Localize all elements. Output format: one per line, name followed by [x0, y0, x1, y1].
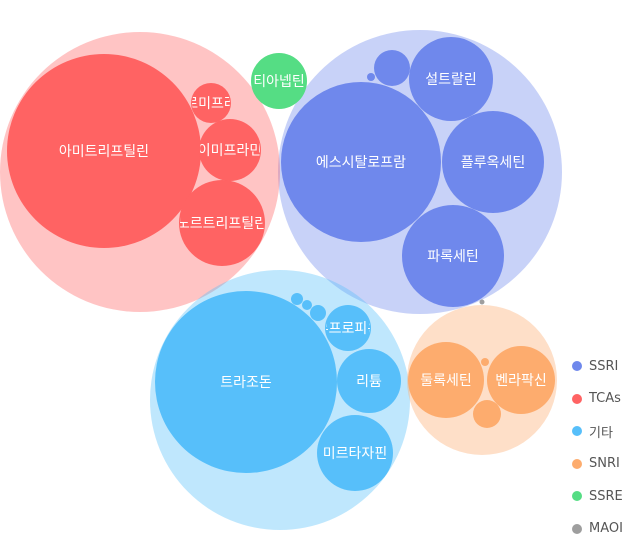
drug-bubble[interactable] — [374, 50, 410, 86]
drug-bubble[interactable] — [337, 349, 401, 413]
drug-bubble[interactable] — [302, 300, 312, 310]
drug-label: 에스시탈로프람 — [316, 155, 406, 171]
drug-bubble[interactable] — [317, 415, 393, 491]
legend-marker — [572, 458, 582, 469]
legend-label: SSRE — [589, 488, 623, 504]
legend-item-other[interactable]: 기타 — [572, 415, 623, 448]
legend-marker — [572, 361, 582, 372]
drug-bubble[interactable] — [251, 53, 307, 109]
drug-bubble[interactable] — [281, 82, 441, 242]
drug-bubble[interactable] — [479, 299, 485, 305]
drug-label: 아미트리프틸린 — [59, 144, 149, 160]
drug-label: 파록세틴 — [427, 249, 479, 265]
drug-label: 이미프라민 — [198, 143, 262, 159]
drug-bubble[interactable] — [481, 358, 489, 366]
legend-label: 기타 — [589, 425, 613, 441]
drug-label: 부프로피온 — [316, 321, 381, 337]
chart-legend: SSRI TCAs 기타 SNRI SSRE MAOI — [572, 350, 623, 545]
drug-bubble[interactable] — [473, 400, 501, 428]
drug-bubble[interactable] — [179, 180, 265, 266]
drug-bubble[interactable] — [367, 73, 375, 81]
legend-marker — [572, 523, 582, 534]
drug-bubble[interactable] — [487, 346, 555, 414]
drug-bubble[interactable] — [7, 54, 201, 248]
drug-label: 미르타자핀 — [323, 446, 387, 462]
drug-label: 티아넵틴 — [253, 74, 305, 90]
drug-label: 클로미프라민 — [172, 96, 249, 112]
legend-label: MAOI — [589, 521, 623, 537]
legend-label: SSRI — [589, 358, 619, 374]
legend-item-ssri[interactable]: SSRI — [572, 350, 623, 383]
legend-marker — [572, 393, 582, 404]
legend-marker — [572, 426, 582, 437]
drug-bubble[interactable] — [191, 83, 231, 123]
drug-bubble[interactable] — [409, 37, 493, 121]
drug-bubble[interactable] — [402, 205, 504, 307]
drug-bubble[interactable] — [310, 305, 326, 321]
drug-bubble[interactable] — [199, 119, 261, 181]
drug-bubble[interactable] — [325, 305, 371, 351]
legend-item-ssre[interactable]: SSRE — [572, 480, 623, 513]
drug-label: 둘록세틴 — [420, 373, 472, 389]
legend-item-tcas[interactable]: TCAs — [572, 383, 623, 416]
legend-marker — [572, 491, 582, 502]
drug-label: 설트랄린 — [425, 72, 477, 88]
drug-bubble[interactable] — [408, 342, 484, 418]
drug-bubble[interactable] — [155, 291, 337, 473]
legend-item-maoi[interactable]: MAOI — [572, 513, 623, 546]
legend-item-snri[interactable]: SNRI — [572, 448, 623, 481]
legend-label: TCAs — [589, 391, 621, 407]
drug-label: 리튬 — [356, 374, 382, 390]
drug-label: 벤라팍신 — [495, 373, 547, 389]
drug-label: 노르트리프틸린 — [177, 216, 267, 232]
drug-label: 트라조돈 — [220, 375, 272, 391]
legend-label: SNRI — [589, 456, 620, 472]
drug-label: 플루옥세틴 — [461, 155, 525, 171]
drug-bubble[interactable] — [291, 293, 303, 305]
drug-bubble[interactable] — [442, 111, 544, 213]
